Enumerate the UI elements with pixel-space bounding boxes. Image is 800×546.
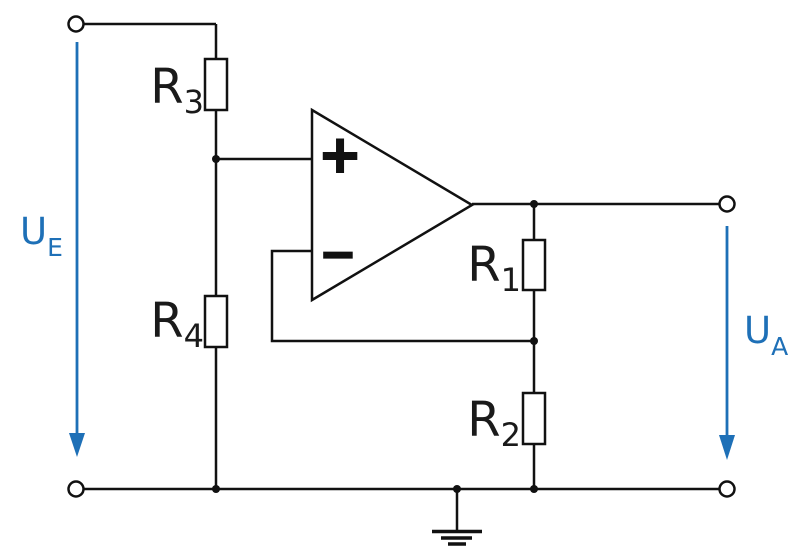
label-base: U [744,309,771,352]
label-base: U [20,210,47,253]
terminal-output-bottom [718,480,736,498]
label-subscript: E [47,233,63,262]
resistor-r1-body [521,238,547,292]
resistor-r3-label: R3 [150,59,204,121]
resistor-r4-label: R4 [150,293,204,355]
label-subscript: 3 [184,83,204,121]
opamp-minus-input-label: − [320,229,357,280]
opamp-body [310,107,475,303]
junction-dot [530,485,538,493]
input-voltage-arrow [69,42,85,457]
label-base: R [467,237,500,293]
output-voltage-arrow [719,226,735,460]
resistor-r2-body [521,391,547,446]
opamp-plus-input-label: + [318,125,362,185]
resistor-r3-body [203,57,229,112]
resistor-r1-label: R1 [467,237,521,299]
label-subscript: 2 [501,416,521,454]
label-base: R [150,59,183,115]
junction-dot [530,337,538,345]
label-base: R [467,392,500,448]
input-voltage-label: UE [20,210,63,262]
terminal-output-top [718,195,736,213]
label-subscript: A [771,332,788,361]
junction-dot [453,485,461,493]
output-voltage-label: UA [744,309,788,361]
opamp: + − [310,107,475,303]
resistor-r2-label: R2 [467,392,521,454]
arrow-head-icon [69,433,85,457]
label-subscript: 1 [501,261,521,299]
arrow-head-icon [719,435,735,460]
resistor-r4-body [203,294,229,349]
label-base: R [150,293,183,349]
junction-dot [212,485,220,493]
label-subscript: 4 [184,317,204,355]
junction-dot [212,155,220,163]
ground-icon [432,529,482,546]
terminal-input-bottom [67,480,85,498]
terminal-input-top [67,15,85,33]
junction-dot [530,200,538,208]
